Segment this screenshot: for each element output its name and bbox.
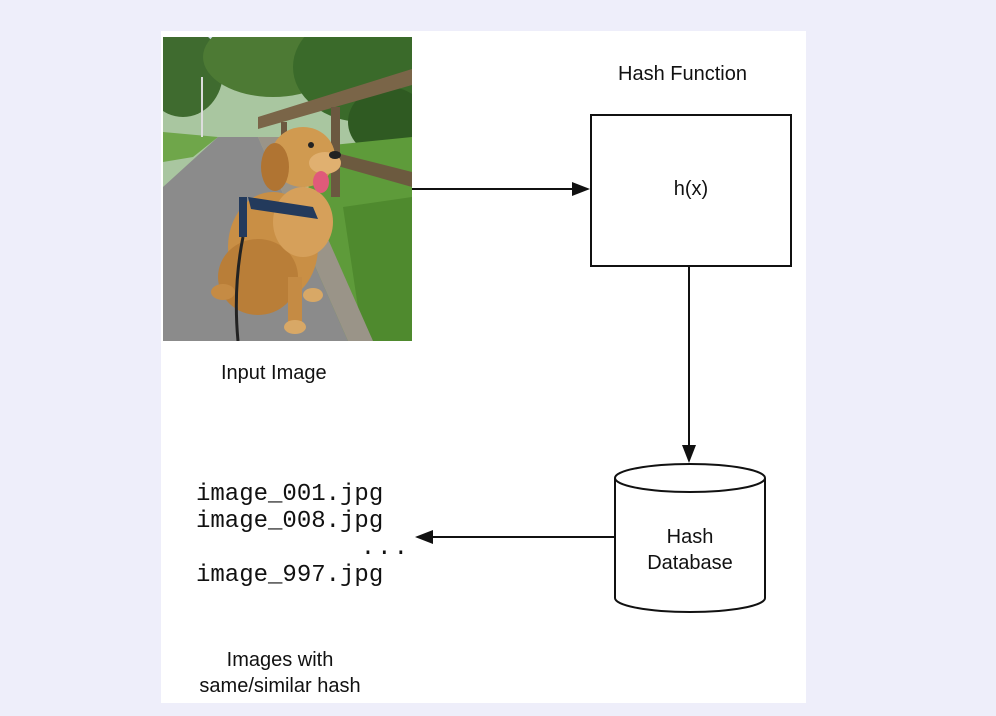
hash-function-title: Hash Function [618,63,747,85]
result-file: image_008.jpg [196,508,384,535]
result-file-list: image_001.jpg image_008.jpg ... image_99… [196,481,410,589]
hash-database-label-line1: Hash [666,526,714,548]
hash-function-box: h(x) [590,114,792,267]
result-label: Images with same/similar hash [180,647,380,699]
input-image-label: Input Image [221,362,327,384]
result-label-line2: same/similar hash [199,675,361,697]
result-file: image_001.jpg [196,481,384,508]
hash-function-box-label: h(x) [673,178,709,200]
result-file: image_997.jpg [196,562,384,589]
input-image-photo [163,37,412,341]
result-file-ellipsis: ... [360,535,410,562]
hash-database-label-line2: Database [647,552,733,574]
result-label-line1: Images with [226,649,334,671]
hash-database-label: Hash Database [615,524,765,576]
